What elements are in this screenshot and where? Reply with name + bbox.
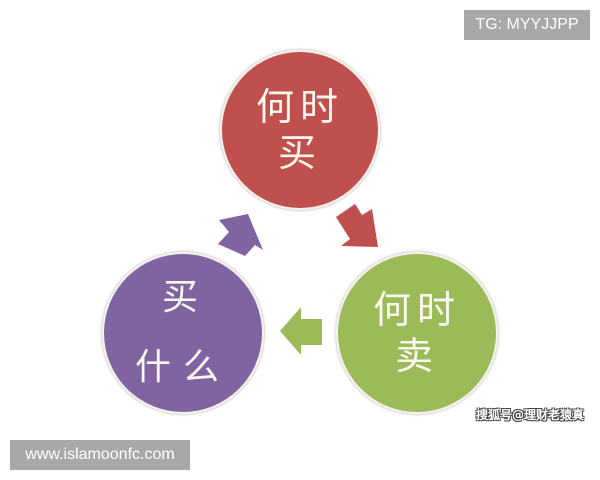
node-label-line: 何时	[255, 85, 344, 129]
arrow-up-right-icon	[218, 214, 263, 256]
website-watermark: www.islamoonfc.com	[10, 440, 190, 470]
node-label-line: 买	[161, 277, 204, 318]
node-label-line: 什么	[134, 347, 231, 388]
what-to-buy-node: 买 什么	[104, 254, 262, 412]
sohu-watermark: 搜狐号@理财老猿真	[476, 408, 585, 422]
when-to-sell-node: 何时 卖	[338, 254, 496, 412]
node-label-line: 何时	[372, 288, 461, 332]
arrow-left-icon	[280, 307, 322, 355]
when-to-buy-node: 何时 买	[222, 52, 378, 208]
node-label-line: 卖	[394, 334, 439, 378]
telegram-watermark: TG: MYYJJPP	[464, 10, 590, 40]
node-label-line: 买	[277, 131, 322, 175]
arrow-down-right-icon	[336, 204, 378, 247]
